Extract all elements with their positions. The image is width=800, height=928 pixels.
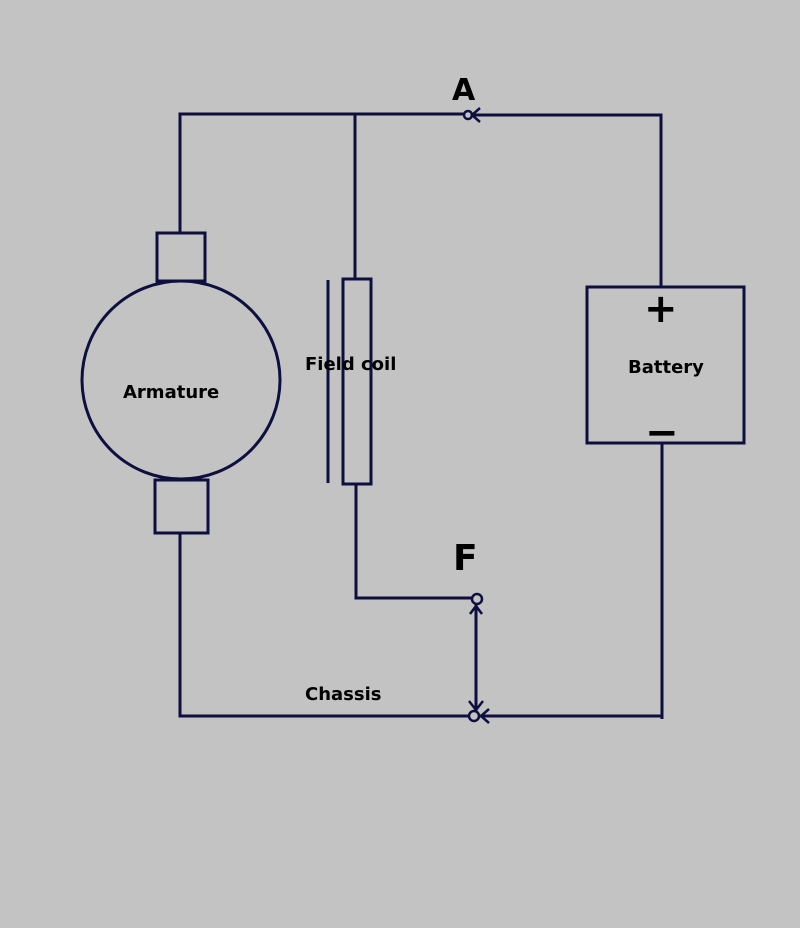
armature-circle [80,279,282,481]
battery-plus-sign: + [644,286,678,332]
armature-label: Armature [123,382,219,403]
chassis-junction-dot [467,709,481,723]
armature-top-brush [155,231,207,283]
chassis-label: Chassis [305,684,381,705]
terminal-f-dot [470,592,484,606]
battery-minus-sign: − [645,410,679,456]
armature-bottom-brush [153,478,210,535]
chassis-junction-arrow-right [479,708,490,724]
field-coil-label: Field coil [305,354,396,375]
field-coil-body [341,277,373,486]
terminal-f-arrow [469,603,483,615]
chassis-junction-arrow-down [468,700,484,713]
battery-box [585,285,746,445]
battery-label: Battery [628,357,704,378]
terminal-a-arrow [470,107,481,123]
terminal-a-label: A [452,73,476,108]
terminal-f-label: F [453,538,478,579]
